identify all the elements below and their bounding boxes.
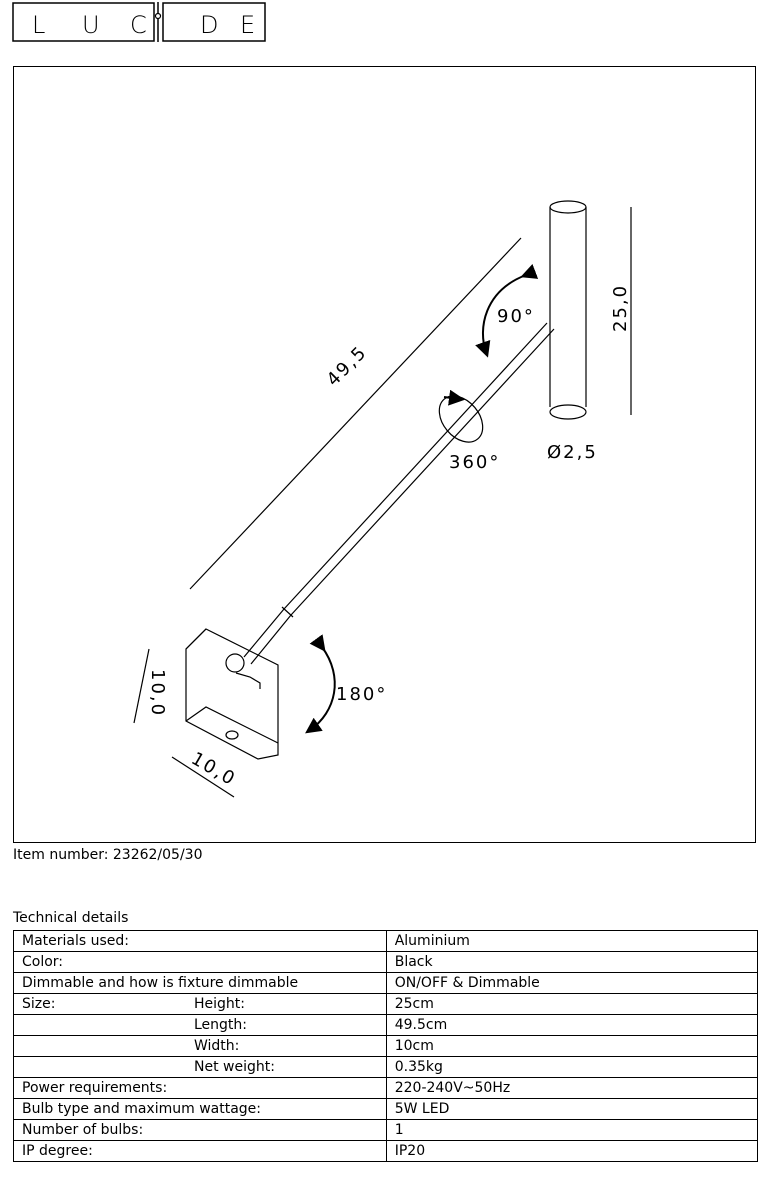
size-sub-label: Net weight:: [194, 1059, 275, 1075]
rotate-90-arrow: [475, 263, 539, 358]
height-label: 25,0: [610, 284, 631, 332]
size-sub-label: Height:: [194, 996, 245, 1012]
technical-details-title: Technical details: [13, 910, 129, 926]
table-row: Bulb type and maximum wattage: 5W LED: [13, 1098, 758, 1120]
length-dimension-line: [189, 237, 522, 590]
table-row: Size:Height: 25cm: [13, 993, 758, 1015]
logo-letter: C: [130, 11, 147, 39]
rotation-ring: [438, 395, 484, 443]
table-row: Width: 10cm: [13, 1035, 758, 1057]
logo-letter: U: [82, 11, 100, 39]
rotation-90-label: 90°: [497, 306, 535, 327]
rotation-360-label: 360°: [449, 452, 500, 473]
table-row: Color: Black: [13, 951, 758, 973]
size-label: Size:: [22, 996, 56, 1012]
table-row: Length: 49.5cm: [13, 1014, 758, 1036]
logo-letter: D: [200, 11, 218, 39]
table-row: IP degree: IP20: [13, 1140, 758, 1162]
logo-letter: L: [32, 11, 45, 39]
table-row: Net weight: 0.35kg: [13, 1056, 758, 1078]
logo-letter: E: [240, 11, 255, 39]
rotate-180-arrow: [305, 634, 336, 734]
base-height-label: 10,0: [147, 669, 168, 717]
table-row: Power requirements: 220-240V~50Hz: [13, 1077, 758, 1099]
table-row: Number of bulbs: 1: [13, 1119, 758, 1141]
lucide-logo: L U C D E: [12, 2, 266, 42]
size-sub-label: Width:: [194, 1038, 240, 1054]
rotation-180-label: 180°: [336, 684, 387, 705]
size-sub-label: Length:: [194, 1017, 248, 1033]
table-row: Materials used: Aluminium: [13, 930, 758, 952]
item-number: Item number: 23262/05/30: [13, 847, 203, 863]
technical-details-table: Materials used: Aluminium Color: Black D…: [13, 930, 758, 1162]
technical-drawing: 49,5 25,0 90° 360° Ø2,5 180° 10,0 10,0: [13, 66, 756, 843]
table-row: Dimmable and how is fixture dimmable ON/…: [13, 972, 758, 994]
base-width-dimension: [171, 756, 235, 798]
lamp-head: [549, 207, 587, 407]
base-height-dimension: [133, 648, 150, 724]
diameter-label: Ø2,5: [547, 442, 598, 463]
length-label: 49,5: [323, 342, 372, 391]
lamp-drawing-svg: 49,5 25,0 90° 360° Ø2,5 180° 10,0 10,0: [133, 200, 632, 798]
